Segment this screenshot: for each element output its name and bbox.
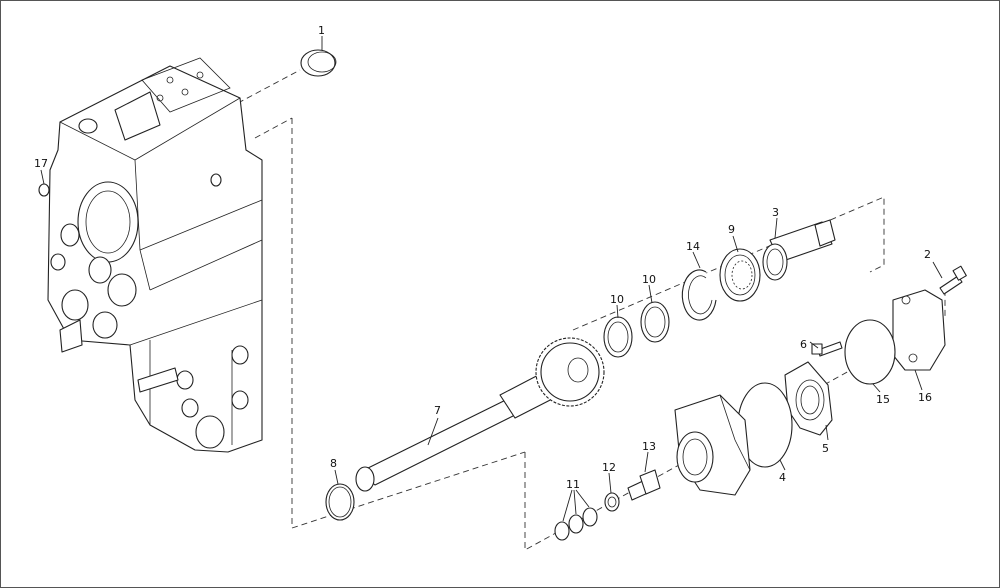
part-1-cap <box>300 49 337 77</box>
callout-15: 15 <box>876 393 890 406</box>
part-13-fitting <box>627 469 661 501</box>
callout-2: 2 <box>924 248 931 261</box>
callout-12: 12 <box>602 461 616 474</box>
callout-4: 4 <box>779 471 786 484</box>
part-10-ring-a <box>603 316 633 358</box>
part-14-snap-ring <box>681 269 717 321</box>
leader-lines <box>40 36 943 522</box>
callout-labels: 1 2 3 4 5 6 7 8 9 10 10 11 12 13 14 15 1… <box>34 24 932 491</box>
callout-9: 9 <box>728 223 735 236</box>
callout-16: 16 <box>918 391 932 404</box>
callout-8: 8 <box>330 457 337 470</box>
part-16-cover-plate <box>892 289 946 371</box>
callout-13: 13 <box>642 440 656 453</box>
assembly-guide-lines <box>237 69 946 551</box>
callout-1: 1 <box>318 24 325 37</box>
gearbox-housing <box>47 57 263 453</box>
part-3-sleeve <box>762 219 836 281</box>
callout-10-second: 10 <box>642 273 656 286</box>
part-15-gasket <box>844 319 896 385</box>
callout-5: 5 <box>822 442 829 455</box>
part-8-ring <box>325 483 355 521</box>
pump-housing <box>674 394 751 496</box>
callout-11: 11 <box>566 478 580 491</box>
callout-17: 17 <box>34 157 48 170</box>
callout-14: 14 <box>686 240 700 253</box>
part-12-washer <box>604 492 620 512</box>
part-11-rings <box>554 507 598 541</box>
part-6-bolt <box>811 341 843 357</box>
callout-10-first: 10 <box>610 293 624 306</box>
part-7-shaft <box>355 337 605 492</box>
part-10-ring-b <box>640 301 670 343</box>
callout-7: 7 <box>434 404 441 417</box>
part-2-bolt <box>939 265 967 295</box>
part-9-bearing <box>719 248 761 302</box>
callout-6: 6 <box>800 338 807 351</box>
callout-3: 3 <box>772 206 779 219</box>
part-17-plug <box>38 183 50 197</box>
